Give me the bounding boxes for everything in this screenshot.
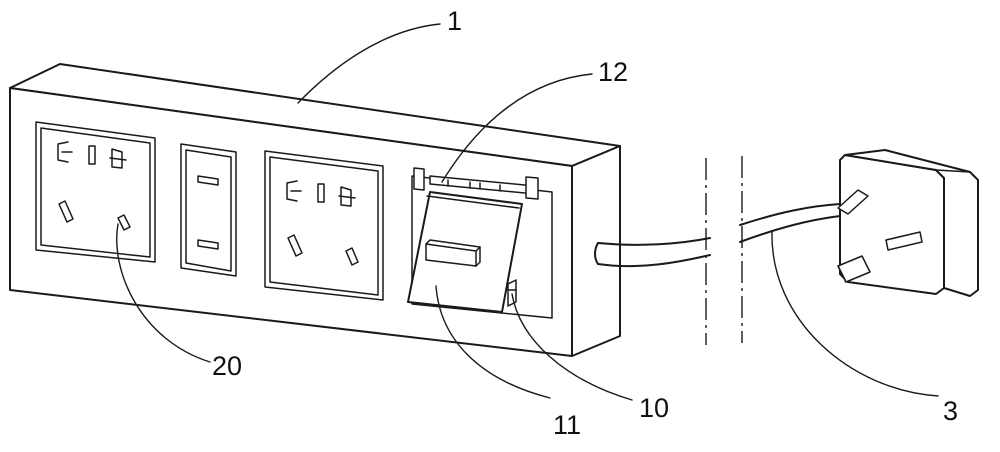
label-cable: 3: [943, 396, 959, 426]
leader-11: [435, 285, 551, 399]
label-strip-body: 1: [447, 6, 463, 36]
leader-12: [441, 73, 593, 183]
leader-20: [116, 223, 211, 363]
socket-left: [35, 121, 156, 263]
switch-seat: [507, 279, 517, 307]
leader-3: [771, 231, 939, 397]
leader-lines: [116, 23, 939, 401]
socket-right: [264, 150, 384, 301]
leader-10: [511, 293, 633, 401]
label-switch-seat: 10: [639, 393, 670, 423]
leader-1: [297, 23, 441, 104]
label-socket: 20: [212, 351, 243, 381]
socket-middle: [180, 143, 237, 277]
cover-plate: [407, 191, 523, 313]
power-strip-body: [9, 63, 621, 357]
label-cover-hinge: 12: [598, 57, 629, 87]
cable: [594, 203, 841, 268]
cover-hinge: [413, 167, 539, 200]
plug: [837, 149, 979, 297]
label-cover-plate: 11: [553, 410, 582, 440]
